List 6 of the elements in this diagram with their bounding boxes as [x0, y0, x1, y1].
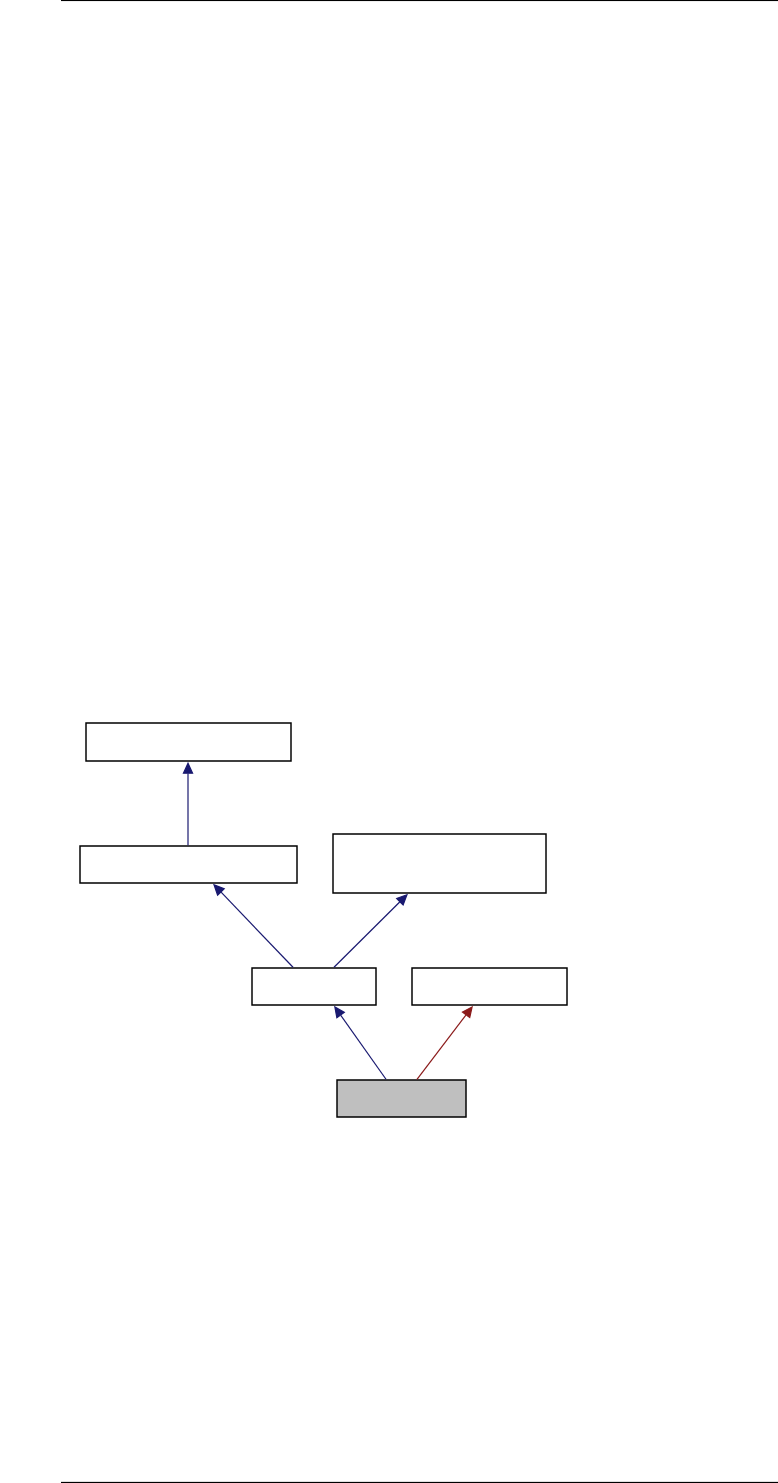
- class-box: [251, 967, 377, 1006]
- class-box: [85, 722, 292, 762]
- class-box: [79, 845, 298, 884]
- class-box: [336, 1079, 467, 1118]
- class-box: [411, 967, 568, 1006]
- class-box: [332, 833, 547, 894]
